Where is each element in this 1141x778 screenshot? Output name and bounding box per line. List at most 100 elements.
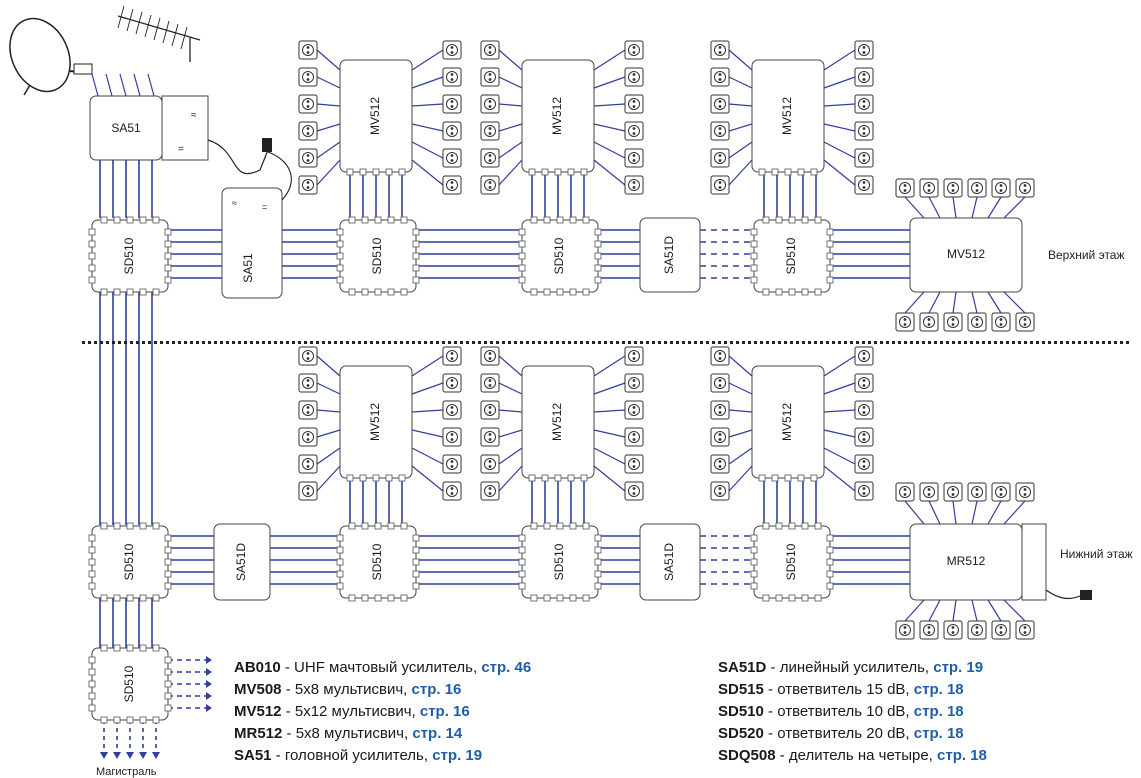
port: [88, 668, 96, 676]
port: [359, 168, 367, 176]
cable-line: [144, 14, 152, 38]
cable-line: [952, 196, 957, 219]
port: [152, 594, 160, 602]
floor-separator-dot: [430, 341, 433, 344]
floor-separator-dot: [934, 341, 937, 344]
floor-separator-dot: [952, 341, 955, 344]
tv-outlet-icon: [624, 481, 644, 501]
floor-separator-dot: [826, 341, 829, 344]
floor-separator-dot: [1096, 341, 1099, 344]
port: [88, 692, 96, 700]
floor-separator-dot: [382, 341, 385, 344]
port: [113, 716, 121, 724]
tv-outlet-icon: [854, 67, 874, 87]
cable-line: [1003, 599, 1026, 622]
floor-separator-dot: [352, 341, 355, 344]
floor-separator-dot: [1066, 341, 1069, 344]
port: [88, 228, 96, 236]
cable-line: [823, 159, 856, 186]
tv-outlet-icon: [710, 346, 730, 366]
floor-separator-dot: [502, 341, 505, 344]
port: [348, 216, 356, 224]
legend-code: MV512: [234, 703, 282, 720]
floor-separator-dot: [286, 341, 289, 344]
tv-outlet-icon: [710, 148, 730, 168]
legend-page-link[interactable]: стр. 16: [419, 703, 470, 720]
port: [164, 570, 172, 578]
legend-page-link[interactable]: стр. 14: [412, 725, 463, 742]
legend-page-link[interactable]: стр. 19: [432, 747, 483, 764]
legend-row: MR512 - 5х8 мультисвич, стр. 14: [234, 723, 531, 745]
port: [139, 522, 147, 530]
floor-separator-dot: [256, 341, 259, 344]
port: [164, 668, 172, 676]
port: [594, 228, 602, 236]
floor-separator-dot: [916, 341, 919, 344]
cable-line: [904, 291, 925, 314]
legend-page-link[interactable]: стр. 46: [481, 659, 532, 676]
port: [100, 288, 108, 296]
device-label: SD510: [370, 237, 384, 274]
cable-line: [987, 500, 1002, 525]
cable-line: [987, 599, 1002, 622]
tv-outlet-icon: [624, 427, 644, 447]
legend-desc: - ответвитель 15 dB,: [763, 681, 914, 698]
tv-outlet-icon: [442, 148, 462, 168]
cable-line: [498, 355, 523, 377]
legend-page-link[interactable]: стр. 16: [411, 681, 462, 698]
legend-code: MR512: [234, 725, 283, 742]
floor-separator-dot: [898, 341, 901, 344]
cable-line: [593, 355, 626, 377]
legend-desc: - 5х12 мультисвич,: [281, 703, 420, 720]
tv-outlet-icon: [854, 373, 874, 393]
tv-outlet-icon: [710, 175, 730, 195]
port: [400, 522, 408, 530]
legend-page-link[interactable]: стр. 19: [933, 659, 984, 676]
port: [359, 474, 367, 482]
legend-page-link[interactable]: стр. 18: [937, 747, 987, 764]
port: [810, 168, 818, 176]
power-cord: [207, 139, 269, 175]
port: [139, 594, 147, 602]
tv-outlet-icon: [710, 121, 730, 141]
tv-outlet-icon: [298, 346, 318, 366]
device-label: MR512: [947, 554, 986, 568]
floor-separator-dot: [664, 341, 667, 344]
cable-line: [316, 141, 341, 159]
tv-outlet-icon: [1015, 178, 1035, 198]
floor-separator-dot: [370, 341, 373, 344]
port: [518, 534, 526, 542]
legend-page-link[interactable]: стр. 18: [913, 703, 964, 720]
cable-line: [728, 355, 753, 377]
tv-outlet-icon: [442, 40, 462, 60]
amplifier-symbol-icon: [161, 95, 209, 161]
arrow-down-icon: [113, 752, 121, 759]
floor-separator-dot: [418, 341, 421, 344]
cable-line: [133, 73, 141, 97]
tv-outlet-icon: [854, 400, 874, 420]
floor-separator-dot: [538, 341, 541, 344]
line-amplifier-box: [639, 217, 701, 293]
legend-page-link[interactable]: стр. 18: [913, 725, 964, 742]
legend-code: MV508: [234, 681, 282, 698]
floor-separator-dot: [148, 341, 151, 344]
port: [801, 288, 809, 296]
port: [530, 288, 538, 296]
port: [400, 288, 408, 296]
floor-separator-dot: [94, 341, 97, 344]
cable-line: [180, 26, 188, 50]
port: [543, 288, 551, 296]
tv-outlet-icon: [919, 482, 939, 502]
floor-separator-dot: [1042, 341, 1045, 344]
cable-line: [119, 73, 127, 97]
port: [750, 546, 758, 554]
floor-separator-dot: [322, 341, 325, 344]
cable-line: [823, 123, 856, 132]
floor-separator-dot: [160, 341, 163, 344]
cable-line: [593, 382, 626, 395]
tv-outlet-icon: [480, 40, 500, 60]
legend-page-link[interactable]: стр. 18: [913, 681, 964, 698]
floor-separator-dot: [562, 341, 565, 344]
floor-separator-dot: [958, 341, 961, 344]
cable-line: [117, 5, 125, 29]
